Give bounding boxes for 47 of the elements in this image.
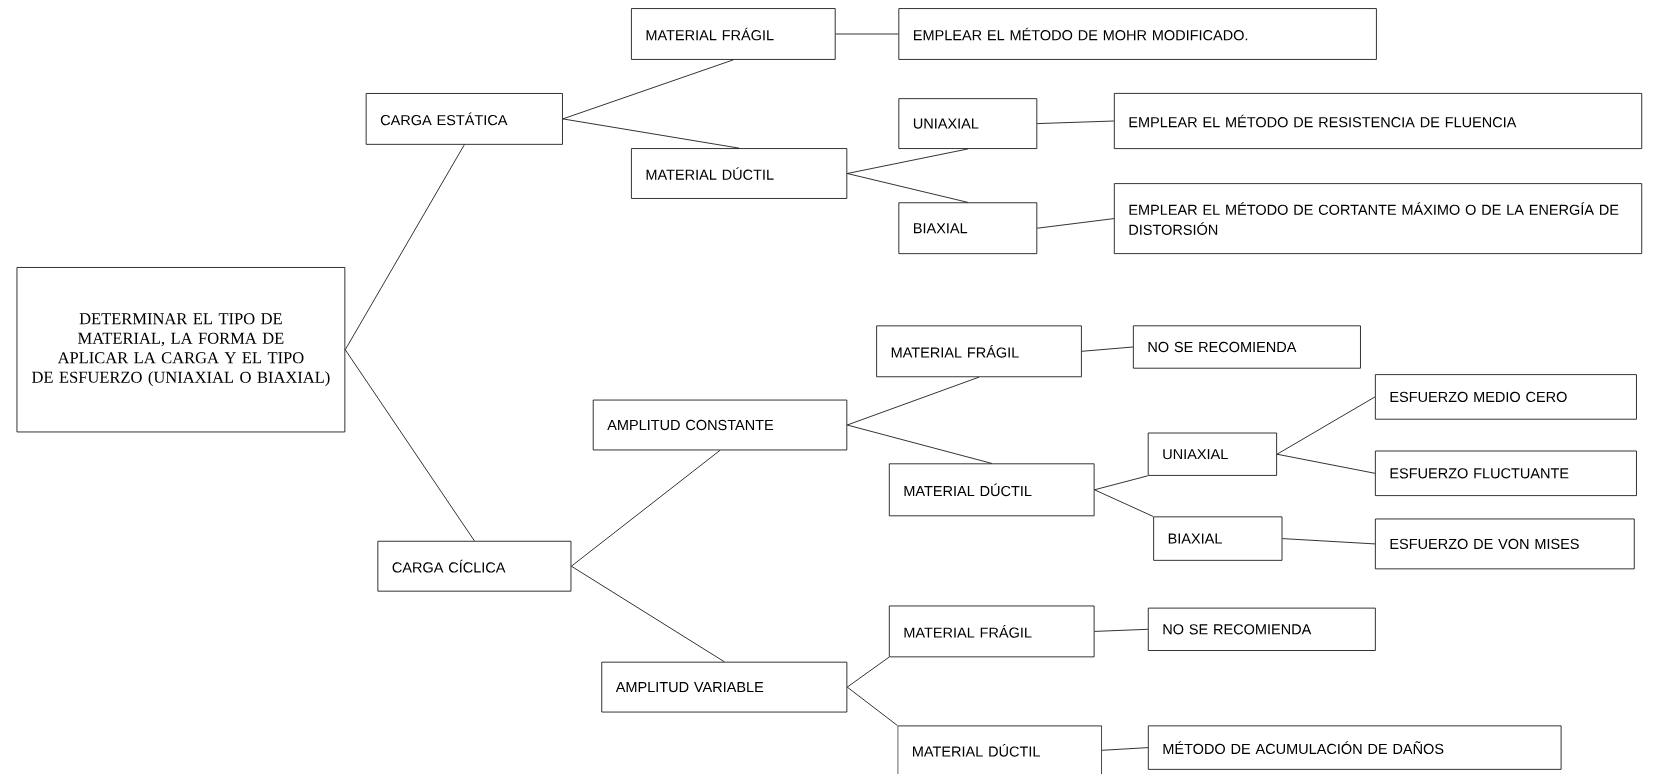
- connector-line: [846, 148, 969, 174]
- connector-line: [846, 424, 993, 464]
- connector-line: [570, 449, 721, 567]
- process-box: MATERIAL DÚCTIL: [888, 463, 1095, 517]
- process-box: EMPLEAR EL MÉTODO DE RESISTENCIA DE FLUENCIA: [1113, 93, 1643, 149]
- process-box: NO SE RECOMIENDA: [1132, 325, 1361, 369]
- root-box: DETERMINAR EL TIPO DE MATERIAL, LA FORMA DE APLICAR LA CARGA Y EL TIPO DE ESFUERZO (UNIAXIAL O BIAXIAL): [16, 267, 346, 433]
- process-box: NO SE RECOMIENDA: [1147, 607, 1376, 651]
- process-box: UNIAXIAL: [898, 98, 1038, 149]
- process-box: EMPLEAR EL MÉTODO DE MOHR MODIFICADO.: [898, 8, 1377, 60]
- process-box: BIAXIAL: [1153, 516, 1283, 561]
- process-box: CARGA CÍCLICA: [377, 540, 572, 592]
- connector-line: [835, 33, 899, 35]
- process-box: ESFUERZO DE VON MISES: [1374, 518, 1635, 570]
- process-box: MÉTODO DE ACUMULACIÓN DE DAÑOS: [1147, 725, 1562, 770]
- process-box: CARGA ESTÁTICA: [365, 93, 563, 145]
- connector-line: [846, 686, 898, 726]
- process-box: EMPLEAR EL MÉTODO DE CORTANTE MÁXIMO O DE LA ENERGÍA DE DISTORSIÓN: [1113, 183, 1643, 254]
- connector-line: [1094, 628, 1149, 632]
- connector-line: [846, 173, 969, 203]
- connector-line: [1094, 489, 1154, 517]
- connector-line: [1094, 475, 1149, 491]
- connector-line: [562, 118, 740, 149]
- connector-line: [1081, 346, 1134, 352]
- connector-line: [1036, 218, 1115, 229]
- process-box: MATERIAL DÚCTIL: [631, 148, 848, 199]
- process-box: AMPLITUD VARIABLE: [601, 661, 848, 713]
- connector-line: [562, 59, 734, 120]
- connector-line: [570, 565, 725, 663]
- connector-line: [344, 349, 475, 542]
- process-box: MATERIAL FRÁGIL: [876, 325, 1082, 378]
- connector-line: [1282, 538, 1376, 545]
- process-box: ESFUERZO FLUCTUANTE: [1374, 450, 1637, 496]
- process-box: AMPLITUD CONSTANTE: [592, 399, 848, 451]
- connector-line: [1276, 396, 1376, 455]
- process-box: BIAXIAL: [898, 202, 1038, 255]
- connector-line: [344, 144, 465, 351]
- connector-line: [1276, 453, 1376, 474]
- process-box: MATERIAL FRÁGIL: [631, 8, 836, 60]
- process-box: MATERIAL DÚCTIL: [897, 725, 1102, 774]
- process-box: ESFUERZO MEDIO CERO: [1374, 374, 1637, 420]
- connector-line: [1101, 747, 1149, 751]
- process-box: UNIAXIAL: [1147, 432, 1277, 476]
- connector-line: [846, 656, 890, 688]
- connector-line: [846, 376, 980, 426]
- process-box: MATERIAL FRÁGIL: [888, 605, 1095, 658]
- connector-line: [1036, 120, 1115, 124]
